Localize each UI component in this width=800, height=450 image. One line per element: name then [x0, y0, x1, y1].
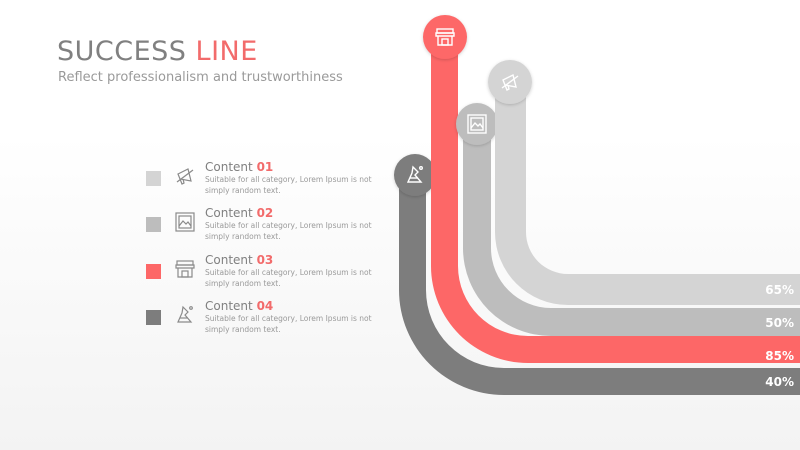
line-value-1: 65%	[765, 283, 794, 297]
image-icon	[467, 114, 487, 134]
title-main: SUCCESS	[57, 36, 187, 67]
megaphone-icon	[174, 165, 196, 187]
line-value-2: 50%	[765, 316, 794, 330]
line-value-4: 40%	[765, 375, 794, 389]
circle-badge-3	[423, 15, 467, 59]
circle-badge-1	[488, 60, 532, 104]
item-label: Content 03	[205, 253, 274, 267]
item-description: Suitable for all category, Lorem Ipsum i…	[205, 175, 372, 195]
color-swatch	[146, 171, 161, 186]
store-icon	[174, 258, 196, 280]
item-description: Suitable for all category, Lorem Ipsum i…	[205, 314, 372, 334]
item-description: Suitable for all category, Lorem Ipsum i…	[205, 221, 372, 241]
item-description: Suitable for all category, Lorem Ipsum i…	[205, 268, 372, 288]
image-icon	[174, 211, 196, 233]
success-line-2	[463, 125, 800, 336]
circle-badge-2	[456, 103, 498, 145]
title-accent: LINE	[195, 36, 258, 67]
color-swatch	[146, 217, 161, 232]
success-line-4	[399, 178, 800, 395]
megaphone-icon	[501, 73, 519, 91]
list-item-content-01: Content 01 Suitable for all category, Lo…	[146, 160, 376, 203]
list-item-content-04: Content 04 Suitable for all category, Lo…	[146, 299, 376, 342]
line-value-3: 85%	[765, 349, 794, 363]
item-label: Content 02	[205, 206, 274, 220]
item-label: Content 01	[205, 160, 274, 174]
page-subtitle: Reflect professionalism and trustworthin…	[58, 70, 343, 85]
list-item-content-02: Content 02 Suitable for all category, Lo…	[146, 206, 376, 249]
success-line-1	[495, 85, 800, 305]
page-title: SUCCESS LINE	[57, 36, 258, 67]
circle-badge-4	[394, 154, 436, 196]
list-item-content-03: Content 03 Suitable for all category, Lo…	[146, 253, 376, 296]
store-icon	[435, 28, 455, 46]
color-swatch	[146, 310, 161, 325]
flask-icon	[174, 304, 196, 326]
color-swatch	[146, 264, 161, 279]
flask-icon	[406, 165, 423, 183]
success-line-3	[431, 40, 800, 363]
item-label: Content 04	[205, 299, 274, 313]
